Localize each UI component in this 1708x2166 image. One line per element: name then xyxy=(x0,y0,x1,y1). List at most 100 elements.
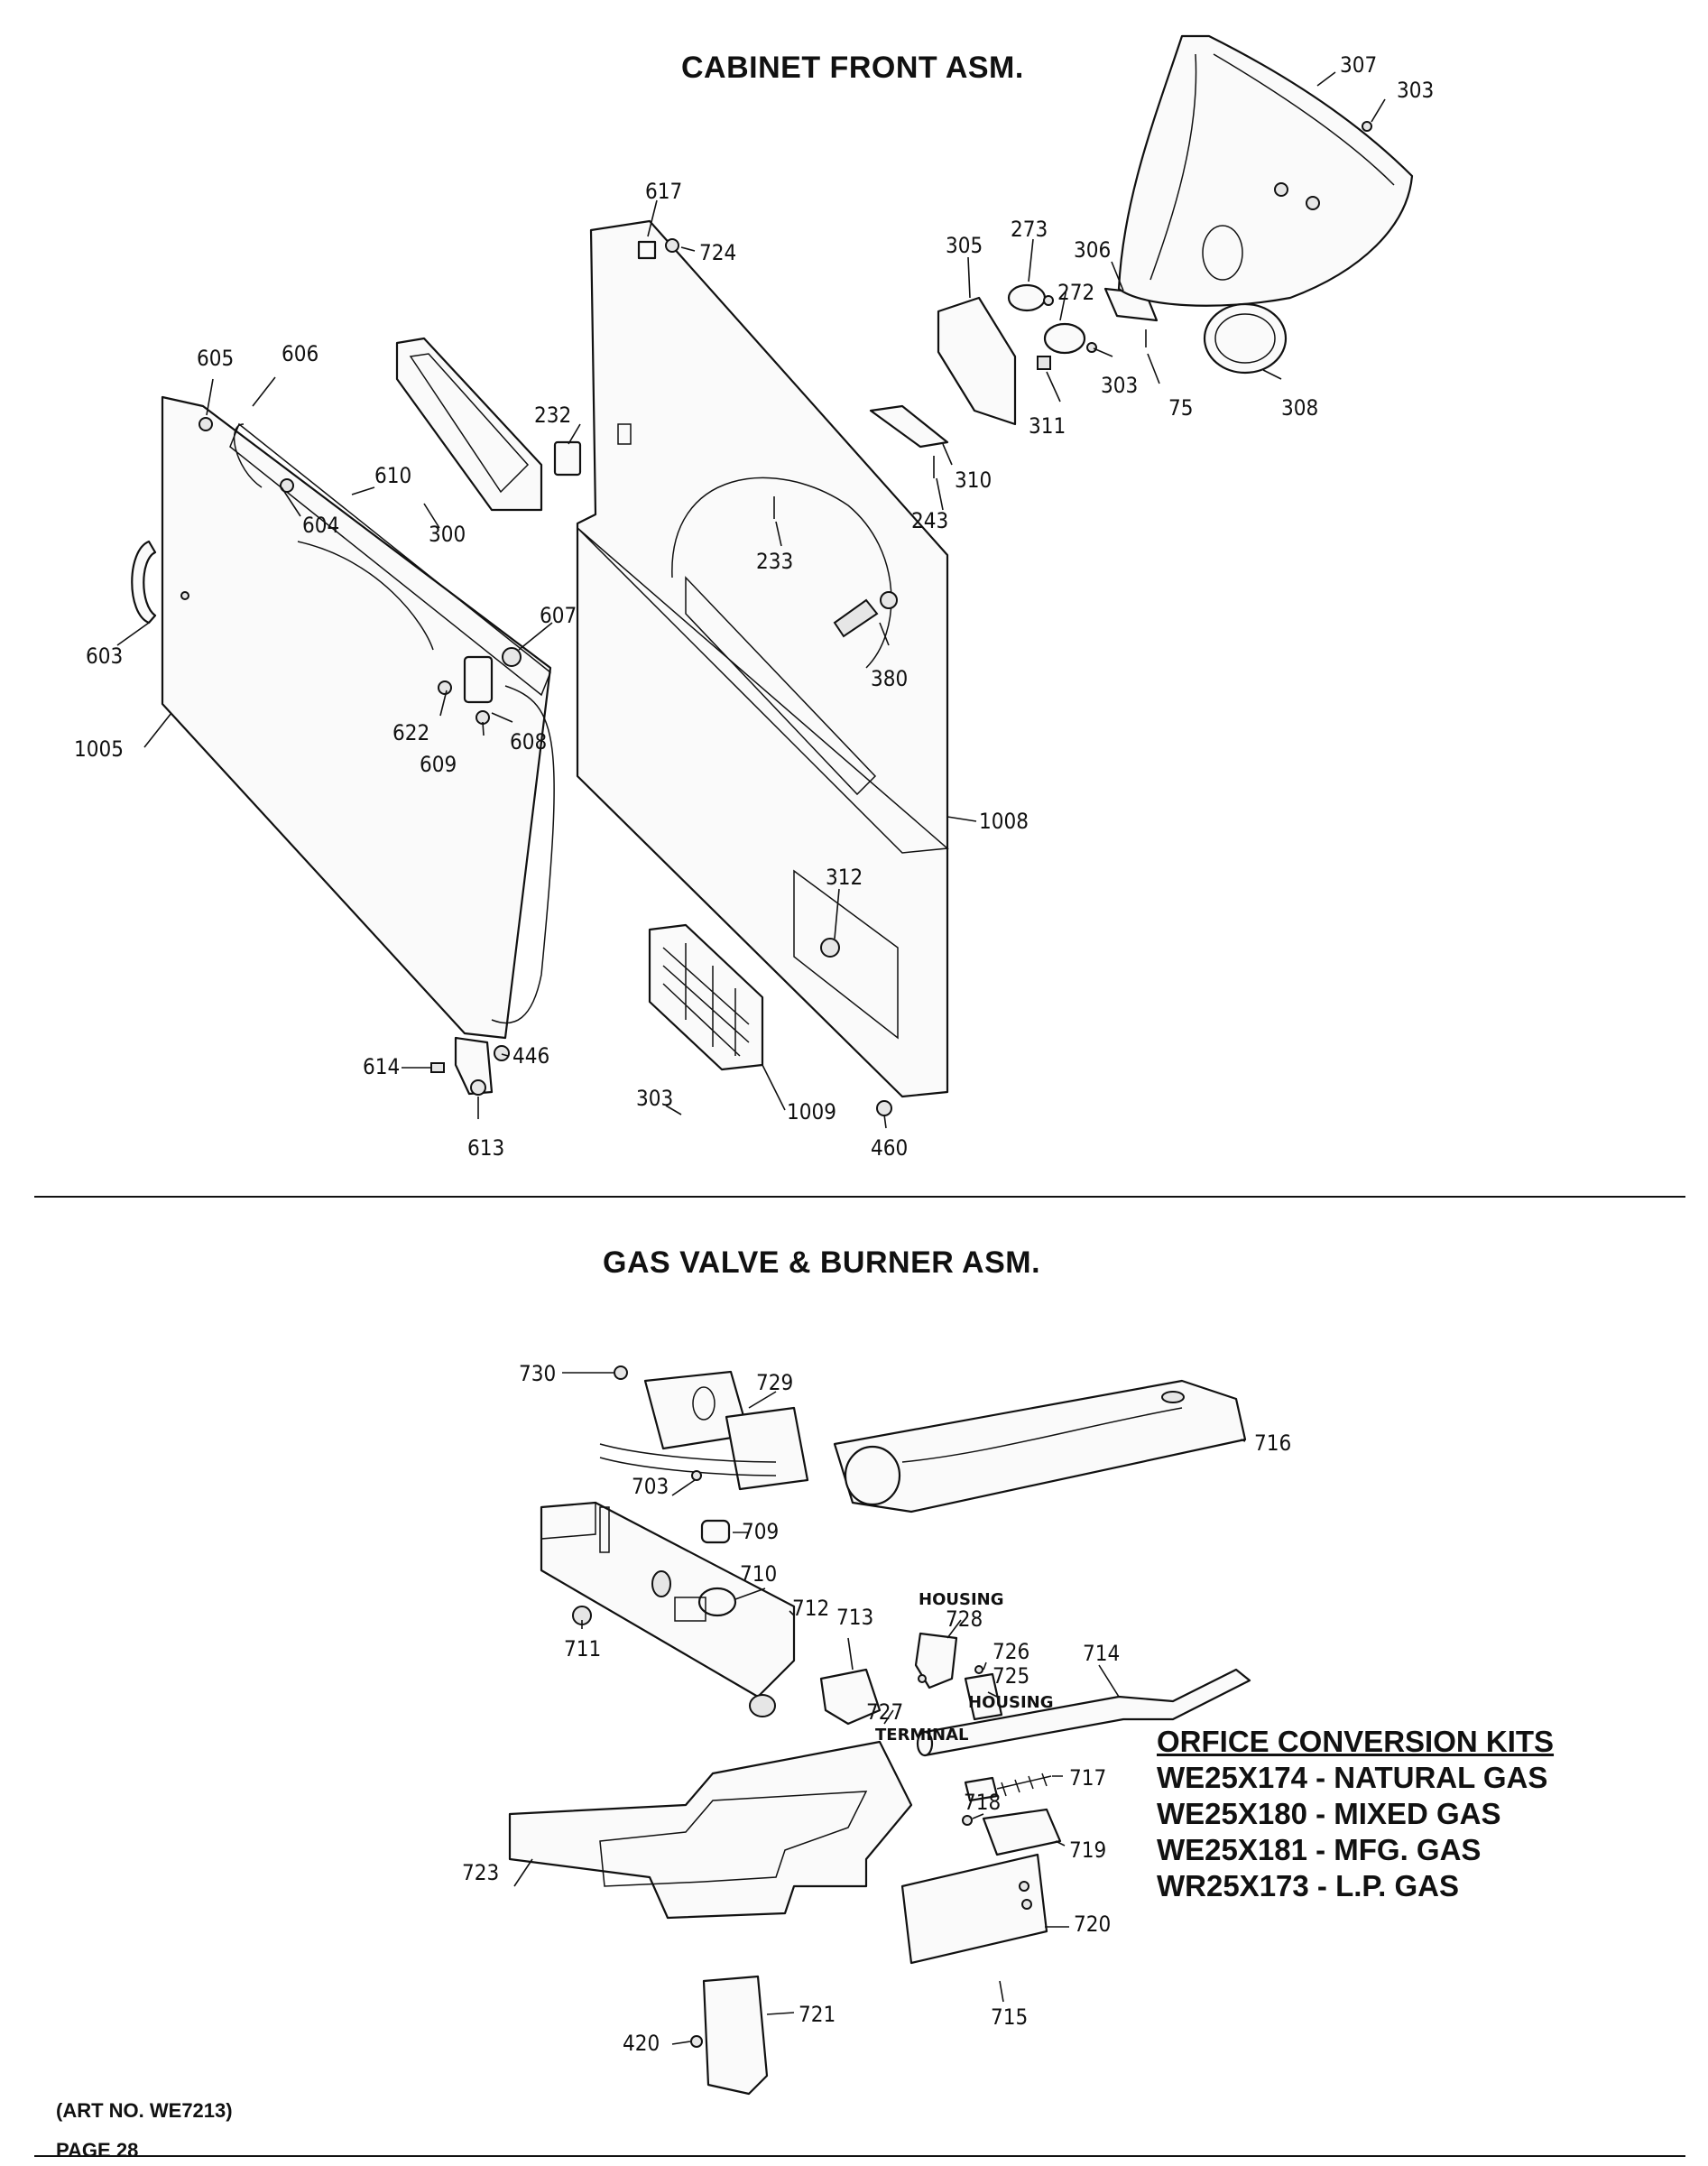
callout: 723 xyxy=(462,1860,499,1885)
art-number: (ART NO. WE7213) xyxy=(56,2099,233,2122)
page-number: PAGE 28 xyxy=(56,2139,139,2161)
callout: 303 xyxy=(1397,78,1434,103)
solenoid-709 xyxy=(700,1519,731,1544)
callout: 719 xyxy=(1069,1837,1106,1863)
panel-screw xyxy=(665,238,679,253)
kit-item: WE25X174 - NATURAL GAS xyxy=(1157,1761,1548,1794)
burner-plate xyxy=(900,1853,1048,1965)
callout: 726 xyxy=(992,1639,1029,1664)
screw-715 xyxy=(999,1980,1004,2003)
callout: 609 xyxy=(420,752,457,777)
bulkhead-screw xyxy=(1362,121,1372,132)
callout: 713 xyxy=(836,1605,873,1630)
callout: 718 xyxy=(964,1790,1001,1815)
front-bulkhead xyxy=(1117,34,1414,307)
callout: 725 xyxy=(992,1663,1029,1689)
housing-label: HOUSING xyxy=(968,1693,1053,1712)
door-panel xyxy=(161,395,555,1040)
callout: 716 xyxy=(1254,1430,1291,1456)
callout: 311 xyxy=(1029,413,1066,439)
callout: 613 xyxy=(467,1135,504,1161)
kit-item: WE25X181 - MFG. GAS xyxy=(1157,1833,1482,1866)
callout: 608 xyxy=(510,729,547,754)
burner-tube xyxy=(916,1668,1251,1757)
callout: 243 xyxy=(911,508,948,533)
screw-718 xyxy=(962,1815,973,1826)
burner-housing xyxy=(833,1379,1247,1513)
callout: 715 xyxy=(991,2004,1028,2030)
callout: 312 xyxy=(826,865,863,890)
toe-kick-grille xyxy=(648,923,764,1071)
callout: 730 xyxy=(519,1361,556,1386)
valve-coils xyxy=(599,1370,809,1491)
callout: 604 xyxy=(302,513,339,538)
screw-703 xyxy=(691,1470,702,1481)
callout: 717 xyxy=(1069,1765,1106,1791)
callout: 605 xyxy=(197,346,234,371)
callout: 720 xyxy=(1074,1911,1111,1937)
coil-screw xyxy=(614,1365,628,1380)
callout: 728 xyxy=(946,1606,983,1632)
callout: 460 xyxy=(871,1135,908,1161)
callout: 622 xyxy=(392,720,429,745)
callout: 1008 xyxy=(979,809,1029,834)
door-handle xyxy=(131,540,157,625)
callout: 607 xyxy=(540,603,577,628)
callout: 75 xyxy=(1168,395,1193,421)
callout: 303 xyxy=(636,1086,673,1111)
small-labels: HOUSING HOUSING TERMINAL xyxy=(875,1590,1053,1745)
kit-item: WR25X173 - L.P. GAS xyxy=(1157,1869,1460,1902)
callout: 721 xyxy=(799,2002,836,2027)
door-latch xyxy=(280,478,522,725)
lower-hinge xyxy=(430,1036,510,1096)
callout: 300 xyxy=(429,522,466,547)
panel-clip xyxy=(637,240,657,260)
section-divider xyxy=(34,1196,1685,1198)
thermostat-parts xyxy=(1007,283,1097,370)
callout: 727 xyxy=(866,1699,903,1725)
callout: 714 xyxy=(1083,1641,1120,1666)
valve-support-bracket xyxy=(508,1740,913,1920)
callout: 712 xyxy=(792,1596,829,1621)
callout: 310 xyxy=(955,467,992,493)
terminal-label: TERMINAL xyxy=(875,1726,969,1745)
gas-valve-body xyxy=(540,1501,796,1717)
callout: 272 xyxy=(1057,280,1094,305)
callout: 308 xyxy=(1281,395,1318,421)
gas-valve-title: GAS VALVE & BURNER ASM. xyxy=(603,1245,1041,1280)
callout: 1005 xyxy=(74,736,124,762)
kit-item: WE25X180 - MIXED GAS xyxy=(1157,1797,1501,1830)
callout: 306 xyxy=(1074,237,1111,263)
callout: 617 xyxy=(645,179,682,204)
lint-housing xyxy=(395,337,543,512)
callout: 1009 xyxy=(787,1099,836,1125)
callout: 305 xyxy=(946,233,983,258)
callout: 446 xyxy=(512,1043,549,1069)
callout: 232 xyxy=(534,403,571,428)
callout: 614 xyxy=(363,1054,400,1079)
housing-label: HOUSING xyxy=(919,1590,1003,1609)
callout: 380 xyxy=(871,666,908,691)
footer-rule xyxy=(34,2155,1685,2157)
screw-420 xyxy=(690,2035,703,2048)
callout: 610 xyxy=(374,463,411,488)
shutoff-valve xyxy=(819,1668,882,1726)
callout: 729 xyxy=(756,1370,793,1395)
callout: 233 xyxy=(756,549,793,574)
leveling-foot xyxy=(876,1100,892,1116)
callout: 420 xyxy=(623,2031,660,2056)
front-panel xyxy=(576,219,949,1098)
callout: 603 xyxy=(86,643,123,669)
callout: 709 xyxy=(742,1519,779,1544)
callout: 724 xyxy=(699,240,736,265)
door-switch xyxy=(553,440,582,477)
igniter xyxy=(964,1773,1052,1802)
callout: 711 xyxy=(564,1636,601,1662)
igniter-bracket xyxy=(982,1808,1062,1856)
bearing-bracket xyxy=(869,404,949,449)
callout: 273 xyxy=(1011,217,1048,242)
callout: 606 xyxy=(282,341,319,366)
callout: 303 xyxy=(1101,373,1138,398)
heat-shield xyxy=(702,1975,769,2096)
